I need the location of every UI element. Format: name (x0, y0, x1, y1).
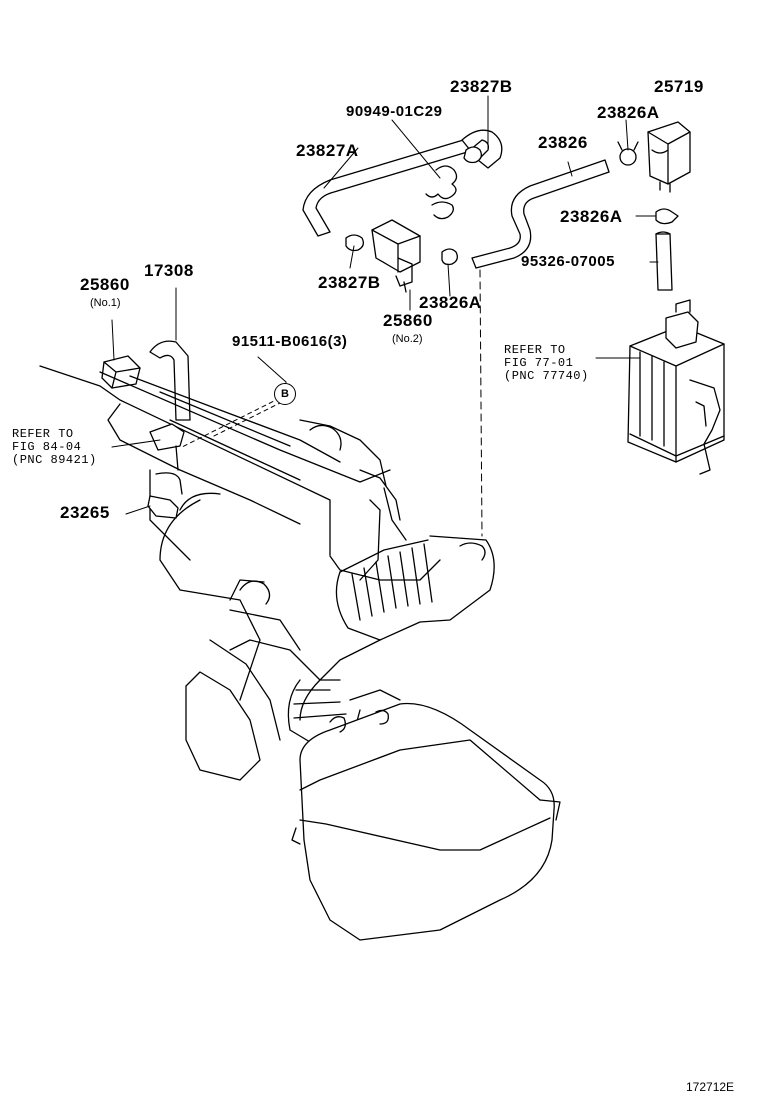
label-25860-no2: 25860 (383, 311, 433, 330)
label-25860-no1: 25860 (80, 275, 130, 294)
hose-23826-drawing (471, 159, 610, 269)
hose-23827a-drawing (302, 137, 475, 237)
hose-95326-drawing (655, 231, 673, 291)
label-17308: 17308 (144, 261, 194, 280)
label-23826a-mid: 23826A (560, 207, 623, 226)
label-90949-01c29: 90949-01C29 (346, 103, 443, 120)
vsv-25860-no1-drawing (101, 355, 141, 389)
ref-77-01-line2: FIG 77-01 (504, 356, 574, 371)
label-95326-07005: 95326-07005 (521, 253, 615, 270)
ref-84-04-line3: (PNC 89421) (12, 453, 97, 468)
clip-90949-drawing (425, 146, 482, 220)
ref-84-04-line2: FIG 84-04 (12, 440, 82, 455)
label-no1: (No.1) (90, 297, 121, 309)
label-no2: (No.2) (392, 333, 423, 345)
ref-note-77-01: REFER TO FIG 77-01 (PNC 77740) (504, 343, 589, 384)
label-23827b-low: 23827B (318, 273, 381, 292)
circle-b-marker: B (274, 383, 296, 405)
label-23826a-top: 23826A (597, 103, 660, 122)
label-23827b-top: 23827B (450, 77, 513, 96)
ref-77-01-line1: REFER TO (504, 343, 566, 357)
label-23265: 23265 (60, 503, 110, 522)
ref-77-01-line3: (PNC 77740) (504, 369, 589, 384)
clip-low-drawing (345, 234, 458, 266)
label-23827a: 23827A (296, 141, 359, 160)
figure-code: 172712E (686, 1080, 735, 1094)
air-cleaner-drawing (291, 702, 561, 941)
hose-23827b-drawing (461, 129, 503, 169)
label-23826: 23826 (538, 133, 588, 152)
leader-lines (111, 95, 659, 537)
label-91511-b0616: 91511-B0616(3) (232, 333, 348, 350)
vsv-25860-no2-drawing (371, 219, 421, 293)
sensor-23265-drawing (147, 423, 185, 519)
canister-drawing (627, 299, 725, 475)
label-25719: 25719 (654, 77, 704, 96)
label-23826a-low: 23826A (419, 293, 482, 312)
filter-25719-drawing (647, 121, 691, 193)
engine-drawing (39, 365, 441, 781)
clip-23826a-mid-drawing (655, 208, 679, 225)
ref-84-04-line1: REFER TO (12, 427, 74, 441)
ref-note-84-04: REFER TO FIG 84-04 (PNC 89421) (12, 427, 97, 468)
clip-23826a-top-drawing (617, 141, 639, 166)
